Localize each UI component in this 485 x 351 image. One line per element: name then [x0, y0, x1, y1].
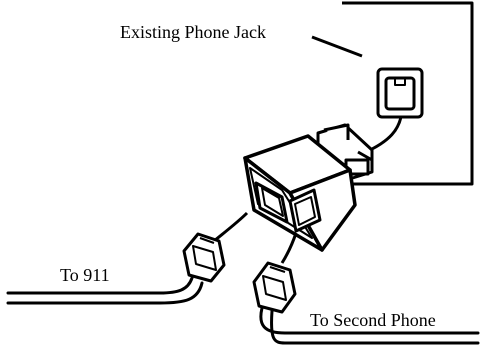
cable-to-second-phone — [259, 306, 480, 345]
jack-cord — [369, 116, 403, 152]
splitter-port-right — [288, 188, 322, 233]
cable-to-911-upper — [213, 211, 249, 243]
splitter-port-left — [254, 181, 289, 224]
plug-to-second-phone — [252, 261, 297, 314]
wall-plate — [342, 1, 474, 186]
label-pointer-line — [311, 35, 363, 58]
label-to-911: To 911 — [60, 265, 110, 285]
plug-to-911 — [182, 232, 226, 283]
existing-phone-jack — [376, 67, 424, 119]
label-existing-phone-jack: Existing Phone Jack — [120, 22, 266, 42]
cable-to-911 — [6, 276, 204, 305]
label-to-second-phone: To Second Phone — [310, 310, 436, 330]
cable-to-second-upper — [280, 232, 298, 264]
